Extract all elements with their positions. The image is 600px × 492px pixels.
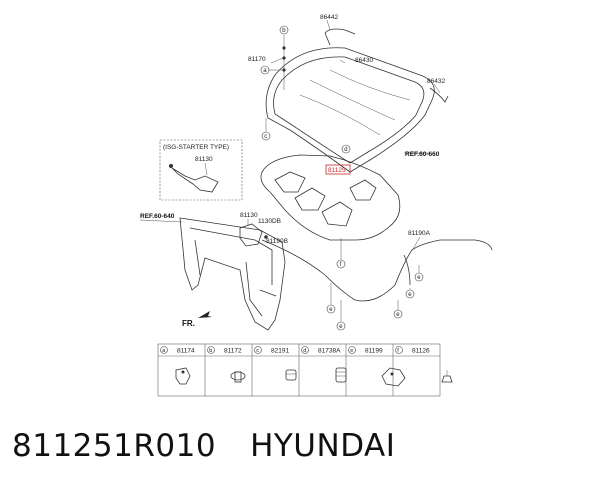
- legend-cell-81174[interactable]: a 81174: [160, 346, 195, 355]
- stopper-81738A-icon: [335, 367, 347, 383]
- svg-text:d: d: [344, 147, 347, 153]
- legend-circle: [254, 346, 262, 354]
- callout-81125[interactable]: 81125: [328, 167, 346, 174]
- legend-letter: e: [350, 348, 353, 354]
- ref-60-640: REF.60-640: [140, 213, 175, 220]
- legend-letter: d: [303, 348, 306, 354]
- legend-letter: a: [162, 348, 166, 354]
- circle-e-1: e: [414, 272, 424, 282]
- legend-cell-81738A[interactable]: d 81738A: [301, 346, 342, 355]
- holder-81199-icon: [381, 367, 406, 387]
- svg-text:c: c: [264, 134, 267, 140]
- legend-letter: f: [397, 348, 399, 354]
- legend-part-number: 81738A: [318, 348, 341, 355]
- legend-letter: b: [209, 348, 212, 354]
- legend-cell-81126[interactable]: f 81126: [395, 346, 430, 355]
- front-label: FR.: [182, 319, 195, 328]
- isg-title: (ISG-STARTER TYPE): [163, 144, 229, 151]
- part-caption: 811251R010 HYUNDAI: [12, 428, 592, 478]
- hinge-fastener[interactable]: [282, 35, 286, 90]
- circle-e-3: e: [326, 304, 336, 314]
- legend-cell-81199[interactable]: e 81199: [348, 346, 383, 355]
- legend-circle: [207, 346, 215, 354]
- legend-part-number: 81199: [365, 348, 383, 355]
- bumper-81172-icon: [230, 371, 246, 383]
- brand-name: HYUNDAI: [250, 428, 396, 464]
- legend-part-number: 81172: [224, 348, 242, 355]
- radiator-support[interactable]: [179, 217, 286, 331]
- front-arrow-icon: [198, 311, 212, 318]
- circle-e-5: e: [393, 309, 403, 319]
- isg-starter-box: (ISG-STARTER TYPE) 81130: [159, 139, 243, 201]
- circle-e-4: e: [336, 321, 346, 331]
- callout-81130: 81130: [240, 212, 258, 219]
- svg-text:a: a: [263, 68, 267, 74]
- fastener-81126-icon: [441, 370, 453, 383]
- svg-text:b: b: [282, 28, 286, 34]
- legend-circle: [395, 346, 403, 354]
- callout-1130DB: 1130DB: [258, 218, 281, 225]
- legend-letter: c: [256, 348, 259, 354]
- svg-text:e: e: [417, 275, 421, 281]
- svg-text:e: e: [339, 324, 343, 330]
- circle-d-top: d: [341, 144, 351, 154]
- hood-panel[interactable]: [265, 47, 435, 173]
- circle-f: f: [336, 259, 346, 269]
- hood-insulator-81125[interactable]: [260, 154, 401, 241]
- grommet-82191-icon: [285, 369, 297, 381]
- legend-circle: [348, 346, 356, 354]
- part-number: 811251R010: [12, 428, 217, 464]
- legend-cell-81172[interactable]: b 81172: [207, 346, 242, 355]
- ref-60-660: REF.60-660: [405, 151, 440, 158]
- circle-e-2: e: [405, 289, 415, 299]
- release-cable[interactable]: [261, 239, 493, 302]
- legend-part-number: 81174: [177, 348, 195, 355]
- svg-text:e: e: [329, 307, 333, 313]
- callout-86442: 86442: [320, 14, 338, 21]
- parts-diagram: 86442 86430 86432 81170 REF.60-660 b a c…: [139, 14, 493, 397]
- highlight-box-81125: [325, 164, 351, 175]
- svg-text:f: f: [340, 262, 342, 268]
- circle-c-top: c: [261, 131, 271, 141]
- legend-circle: [160, 346, 168, 354]
- callout-81190B: 81190B: [266, 238, 288, 245]
- legend-circle: [301, 346, 309, 354]
- legend-part-number: 82191: [271, 348, 289, 355]
- hood-seal[interactable]: [324, 28, 449, 103]
- svg-text:e: e: [408, 292, 412, 298]
- callout-81130-isg: 81130: [195, 156, 213, 163]
- legend-cells: a 81174 b 81172 c 82191 d 81738A e 81199 f 81126: [160, 346, 430, 355]
- hood-latch[interactable]: [239, 223, 268, 247]
- callout-86432: 86432: [427, 78, 445, 85]
- legend-part-number: 81126: [412, 348, 430, 355]
- clip-81174-icon: [175, 367, 191, 385]
- callout-81190A: 81190A: [408, 230, 431, 237]
- callout-81170: 81170: [248, 56, 266, 63]
- circle-a-top: a: [260, 65, 270, 75]
- callout-86430: 86430: [355, 57, 373, 64]
- circle-b-top: b: [279, 25, 289, 35]
- legend-cell-82191[interactable]: c 82191: [254, 346, 290, 355]
- svg-text:e: e: [396, 312, 400, 318]
- legend-table: [157, 343, 441, 397]
